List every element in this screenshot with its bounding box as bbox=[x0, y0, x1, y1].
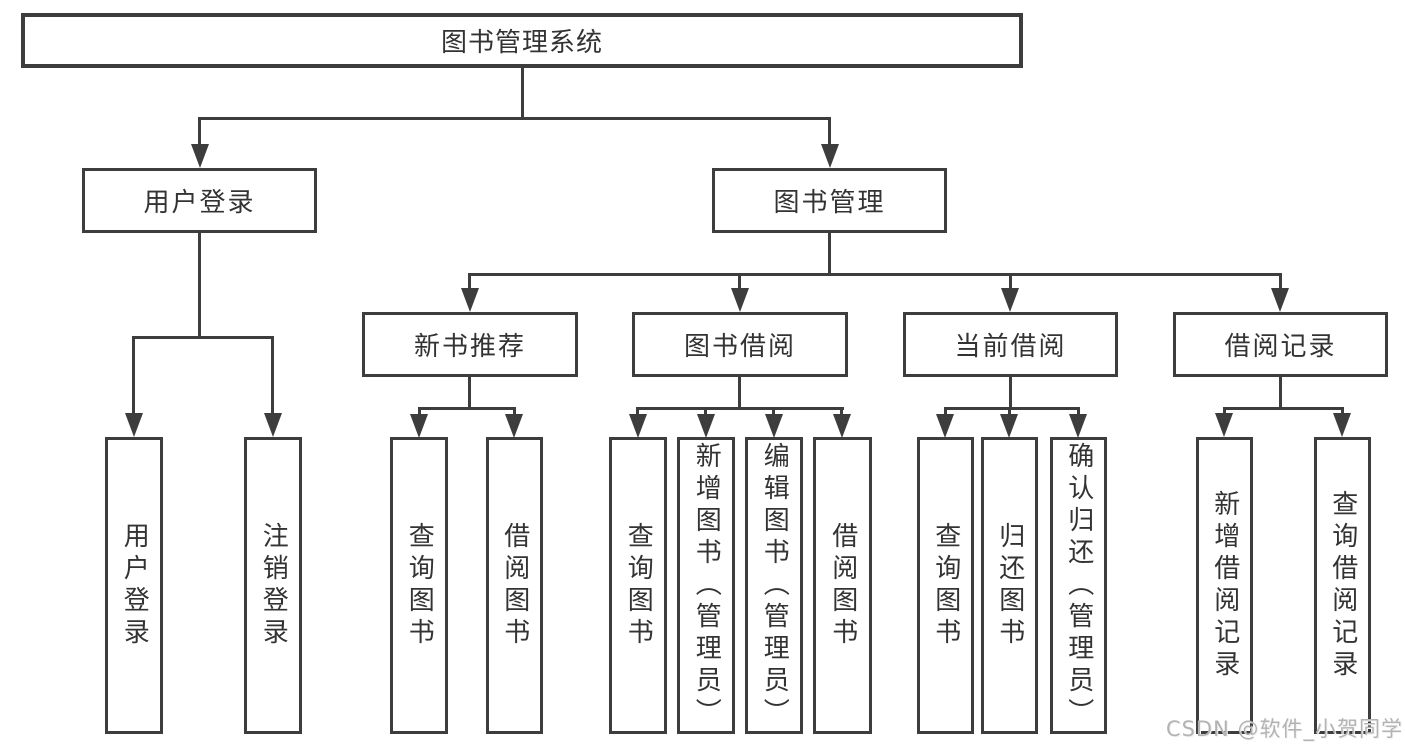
node-user-login: 用户登录 bbox=[82, 168, 317, 233]
arrowhead-icon bbox=[697, 414, 715, 438]
connector-line bbox=[1009, 276, 1012, 290]
node-root: 图书管理系统 bbox=[21, 13, 1023, 68]
connector-line bbox=[828, 233, 831, 276]
connector-line bbox=[828, 120, 831, 146]
node-current-borrow: 当前借阅 bbox=[903, 312, 1118, 377]
connector-line bbox=[1008, 410, 1011, 416]
arrowhead-icon bbox=[629, 414, 647, 438]
leaf-query-books-borrow-label: 查询图书 bbox=[623, 521, 654, 650]
arrowhead-icon bbox=[936, 414, 954, 438]
connector-line bbox=[738, 377, 741, 410]
node-book-management-label: 图书管理 bbox=[773, 188, 886, 218]
node-new-book-recommend: 新书推荐 bbox=[362, 312, 578, 377]
node-borrow-records: 借阅记录 bbox=[1173, 312, 1388, 377]
connector-line bbox=[132, 339, 135, 415]
connector-line bbox=[1077, 410, 1080, 416]
connector-line bbox=[840, 410, 843, 416]
leaf-edit-book-admin: 编辑图书（管理员） bbox=[745, 437, 803, 734]
arrowhead-icon bbox=[410, 414, 428, 438]
arrowhead-icon bbox=[731, 288, 749, 312]
leaf-return-book-label: 归还图书 bbox=[994, 521, 1025, 650]
node-current-borrow-label: 当前借阅 bbox=[954, 332, 1067, 362]
connector-line bbox=[772, 410, 775, 416]
arrowhead-icon bbox=[264, 413, 282, 437]
arrowhead-icon bbox=[1069, 414, 1087, 438]
leaf-add-book-admin: 新增图书（管理员） bbox=[677, 437, 735, 734]
leaf-logout-label: 注销登录 bbox=[258, 521, 289, 650]
connector-line bbox=[198, 233, 201, 339]
connector-line bbox=[1223, 407, 1344, 410]
leaf-query-books-current: 查询图书 bbox=[917, 437, 974, 734]
arrowhead-icon bbox=[765, 414, 783, 438]
connector-line bbox=[944, 410, 947, 416]
leaf-user-login: 用户登录 bbox=[105, 437, 163, 734]
leaf-add-book-admin-label: 新增图书（管理员） bbox=[691, 441, 722, 730]
arrowhead-icon bbox=[821, 144, 839, 168]
node-user-login-label: 用户登录 bbox=[143, 188, 256, 218]
connector-line bbox=[636, 407, 844, 410]
leaf-borrow-books-label: 借阅图书 bbox=[827, 521, 858, 650]
node-borrow-records-label: 借阅记录 bbox=[1224, 332, 1337, 362]
arrowhead-icon bbox=[505, 414, 523, 438]
arrowhead-icon bbox=[1000, 414, 1018, 438]
connector-line bbox=[513, 410, 516, 416]
connector-line bbox=[418, 407, 516, 410]
connector-line bbox=[704, 410, 707, 416]
arrowhead-icon bbox=[125, 413, 143, 437]
arrowhead-icon bbox=[1001, 288, 1019, 312]
connector-line bbox=[468, 273, 1282, 276]
leaf-borrow-books-recommend-label: 借阅图书 bbox=[499, 521, 530, 650]
connector-line bbox=[418, 410, 421, 416]
connector-line bbox=[738, 276, 741, 290]
connector-line bbox=[132, 336, 274, 339]
leaf-query-borrow-record: 查询借阅记录 bbox=[1314, 437, 1371, 734]
connector-line bbox=[1279, 377, 1282, 410]
leaf-borrow-books-recommend: 借阅图书 bbox=[486, 437, 543, 734]
leaf-return-book: 归还图书 bbox=[981, 437, 1038, 734]
leaf-confirm-return-admin-label: 确认归还（管理员） bbox=[1063, 441, 1094, 730]
arrowhead-icon bbox=[191, 144, 209, 168]
connector-line bbox=[636, 410, 639, 416]
connector-line bbox=[468, 377, 471, 410]
connector-line bbox=[198, 120, 201, 146]
arrowhead-icon bbox=[1215, 413, 1233, 437]
connector-line bbox=[1009, 377, 1012, 410]
connector-line bbox=[468, 276, 471, 290]
leaf-edit-book-admin-label: 编辑图书（管理员） bbox=[759, 441, 790, 730]
connector-line bbox=[271, 339, 274, 415]
leaf-borrow-books: 借阅图书 bbox=[813, 437, 872, 734]
node-root-label: 图书管理系统 bbox=[440, 28, 603, 58]
node-book-borrow: 图书借阅 bbox=[632, 312, 848, 377]
arrowhead-icon bbox=[1271, 288, 1289, 312]
leaf-query-borrow-record-label: 查询借阅记录 bbox=[1327, 489, 1358, 682]
leaf-confirm-return-admin: 确认归还（管理员） bbox=[1050, 437, 1107, 734]
connector-line bbox=[1279, 276, 1282, 290]
leaf-user-login-label: 用户登录 bbox=[119, 521, 150, 650]
watermark: CSDN @软件_小贺同学 bbox=[1165, 717, 1403, 741]
leaf-query-books-recommend-label: 查询图书 bbox=[404, 521, 435, 650]
leaf-query-books-current-label: 查询图书 bbox=[930, 521, 961, 650]
leaf-add-borrow-record-label: 新增借阅记录 bbox=[1209, 489, 1240, 682]
connector-line bbox=[944, 407, 1080, 410]
node-book-management: 图书管理 bbox=[712, 168, 947, 233]
leaf-query-books-recommend: 查询图书 bbox=[390, 437, 448, 734]
leaf-query-books-borrow: 查询图书 bbox=[609, 437, 667, 734]
arrowhead-icon bbox=[461, 288, 479, 312]
connector-line bbox=[521, 67, 524, 120]
node-new-book-recommend-label: 新书推荐 bbox=[413, 332, 526, 362]
arrowhead-icon bbox=[833, 414, 851, 438]
leaf-logout: 注销登录 bbox=[244, 437, 302, 734]
connector-line bbox=[198, 117, 831, 120]
arrowhead-icon bbox=[1333, 413, 1351, 437]
node-book-borrow-label: 图书借阅 bbox=[683, 332, 796, 362]
leaf-add-borrow-record: 新增借阅记录 bbox=[1196, 437, 1253, 734]
